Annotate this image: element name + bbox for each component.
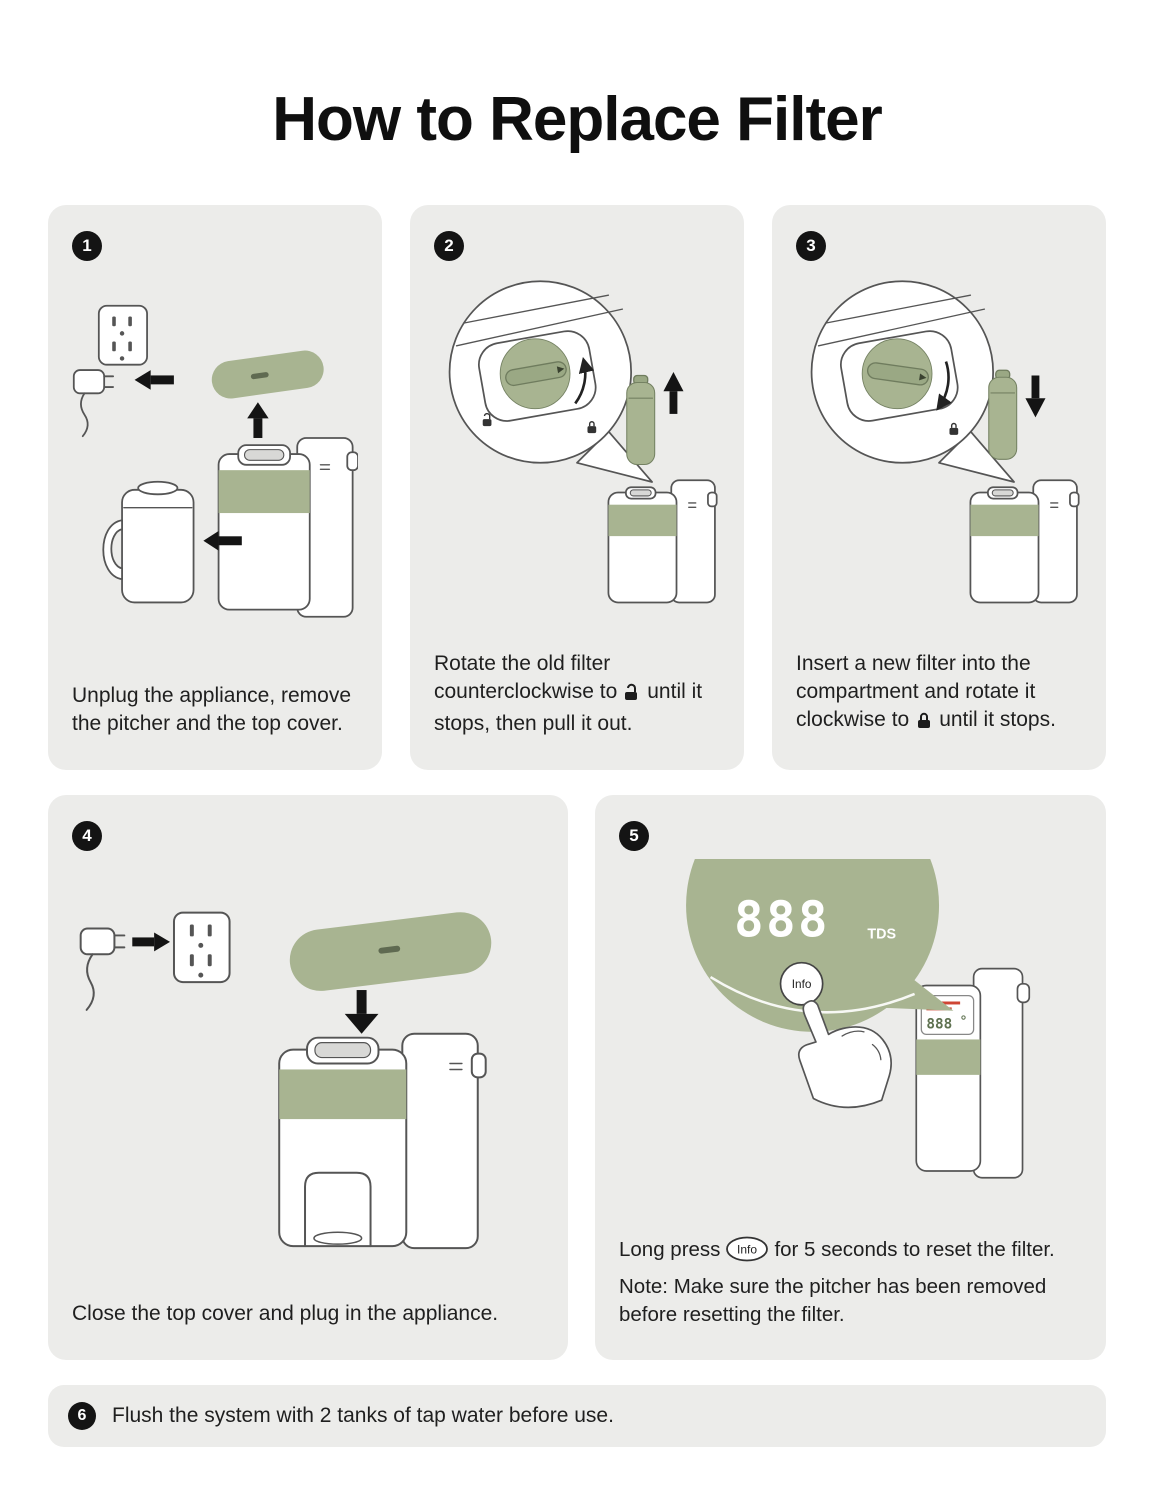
step-5-illustration: 888 888 TDS Info: [619, 851, 1082, 1236]
unplug-arrow-icon: [134, 370, 174, 390]
wall-outlet: [172, 911, 231, 984]
pull-out-arrow-icon: [663, 372, 684, 414]
lock-icon: [914, 710, 934, 738]
insert-arrow-icon: [1025, 375, 1046, 418]
step-5-number-badge: 5: [619, 821, 649, 851]
step-3-caption-before: Insert a new filter into the compartment…: [796, 651, 1036, 731]
top-cover: [289, 912, 492, 991]
svg-text:Info: Info: [737, 1242, 757, 1256]
step-3-caption: Insert a new filter into the compartment…: [796, 650, 1082, 738]
display-zoom: 888 TDS Info: [686, 859, 954, 1032]
info-button: Info: [779, 961, 824, 1006]
step-2-caption-before: Rotate the old filter counterclockwise t…: [434, 651, 618, 703]
zoom-digits: 888: [734, 892, 830, 949]
appliance-body: [607, 479, 718, 604]
step-4-number-badge: 4: [72, 821, 102, 851]
top-cover: [211, 350, 324, 399]
step-6-text: Flush the system with 2 tanks of tap wat…: [112, 1404, 614, 1427]
step-6-number-badge: 6: [68, 1402, 96, 1430]
appliance-body: [278, 1032, 487, 1250]
step-2-caption: Rotate the old filter counterclockwise t…: [434, 650, 720, 738]
step-2-number-badge: 2: [434, 231, 464, 261]
appliance-body: [969, 479, 1080, 604]
rotate-cw-arrow-icon: [936, 361, 952, 411]
close-cover-arrow-icon: [344, 990, 379, 1034]
step-2-illustration: [434, 261, 720, 650]
step-4-drawing: [79, 911, 492, 1250]
filter-knob: [505, 361, 567, 387]
zoom-unit-label: TDS: [867, 926, 896, 942]
step-4-card: 4: [48, 795, 568, 1360]
unlock-icon: [622, 682, 642, 710]
step-1-number-badge: 1: [72, 231, 102, 261]
step-5-caption: Long press Info for 5 seconds to reset the…: [619, 1236, 1082, 1328]
step-2-caption-after: until it stops, then pull it out.: [434, 679, 703, 735]
step-4-illustration: [72, 851, 544, 1300]
pressing-hand: [797, 1000, 892, 1109]
step-1-caption: Unplug the appliance, remove the pitcher…: [72, 683, 352, 735]
plug-in-arrow-icon: [132, 932, 171, 952]
zoom-circle: [448, 280, 632, 464]
power-plug: [72, 369, 115, 438]
filter-cartridge: [626, 374, 656, 466]
page-title: How to Replace Filter: [272, 85, 882, 154]
step-1-card: 1: [48, 205, 382, 770]
remove-pitcher-arrow-icon: [203, 530, 242, 551]
power-plug: [79, 927, 126, 1011]
step-2-card: 2: [410, 205, 744, 770]
step-2-drawing: [448, 280, 718, 604]
step-5-caption-before: Long press: [619, 1237, 721, 1261]
svg-text:888: 888: [926, 1016, 952, 1032]
rotate-ccw-arrow-icon: [574, 356, 595, 405]
lock-mark-icon: [949, 422, 959, 435]
filter-cartridge: [988, 369, 1018, 460]
step-3-caption-after: until it stops.: [939, 707, 1056, 731]
step-3-illustration: [796, 261, 1082, 650]
step-1-illustration: [72, 261, 358, 682]
step-3-card: 3: [772, 205, 1106, 770]
zoom-circle: [810, 280, 994, 464]
pitcher: [102, 480, 195, 604]
filter-knob: [866, 362, 929, 386]
unlock-mark-icon: [482, 412, 492, 427]
lock-mark-icon: [587, 421, 597, 434]
step-5-drawing: 888 888 TDS Info: [686, 859, 1031, 1179]
step-5-caption-after: for 5 seconds to reset the filter.: [774, 1237, 1055, 1261]
appliance-body: [217, 437, 358, 618]
step-3-number-badge: 3: [796, 231, 826, 261]
step-6-bar: 6 Flush the system with 2 tanks of tap w…: [48, 1385, 1106, 1447]
svg-text:Info: Info: [792, 977, 812, 991]
step-4-caption: Close the top cover and plug in the appl…: [72, 1301, 499, 1325]
step-5-card: 5 888: [595, 795, 1106, 1360]
wall-outlet: [97, 304, 148, 366]
info-button-icon: Info: [725, 1236, 769, 1269]
step-5-note: Note: Make sure the pitcher has been rem…: [619, 1275, 1047, 1326]
up-arrow-icon: [247, 402, 269, 438]
step-3-drawing: [810, 280, 1080, 604]
step-1-drawing: [72, 304, 358, 618]
